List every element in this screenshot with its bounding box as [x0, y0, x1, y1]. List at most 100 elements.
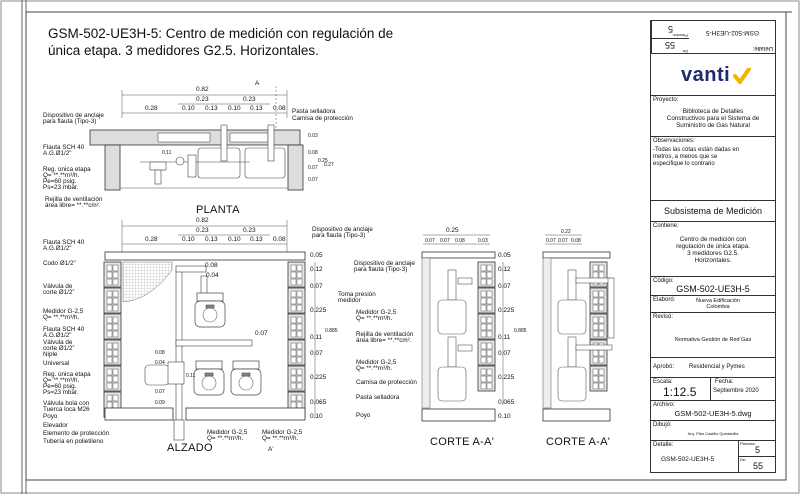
- plancha-value: 5: [755, 445, 761, 455]
- label: Ps=23 mbar.: [43, 389, 79, 396]
- elaboro-label: Elaboró:: [653, 297, 676, 303]
- reviso-label: Revisó:: [653, 314, 674, 320]
- dim-sub: 0.13: [250, 105, 263, 112]
- dim-sub: 0.03: [478, 238, 488, 244]
- detalle-label: Detalle:: [653, 442, 674, 448]
- archivo-section: Archivo: GSM-502-UE3H-5.dwg: [651, 401, 775, 421]
- corte-1-view-title: CORTE A-A': [430, 436, 495, 448]
- dim-right: 0.03: [308, 133, 318, 139]
- detalle-value: GSM-502-UE3H-5: [661, 456, 715, 463]
- archivo-value: GSM-502-UE3H-5.dwg: [674, 409, 752, 418]
- dim-sub: 0.10: [228, 236, 241, 243]
- label: Camisa de protección: [356, 379, 417, 386]
- dim-right: 0.07: [310, 350, 323, 357]
- observaciones-text: especifique lo contrario: [653, 161, 715, 167]
- detalle-section: Detalle: GSM-502-UE3H-5 Plancha: 5 De: 5…: [651, 441, 776, 473]
- planta-view-title: PLANTA: [196, 204, 240, 216]
- label-regulador: Pe=60 psig.: [43, 178, 77, 185]
- elaboro-section: Elaboró: Nueva Edificación Colombia: [651, 296, 775, 313]
- observaciones-text: metros, a menos que se: [653, 154, 718, 160]
- proyecto-text: Constructivos para el Sistema de: [666, 115, 760, 122]
- reviso-value: Normativa Gestión de Red Gas: [674, 337, 752, 343]
- contiene-text: Centro de medición con: [679, 236, 747, 243]
- dim-right: 0.12: [498, 266, 511, 273]
- aprobo-label: Aprobó:: [653, 364, 675, 370]
- label: Reg. única etapa: [43, 371, 91, 378]
- dim-total: 0.22: [561, 229, 571, 235]
- dim-right: 0.08: [308, 150, 318, 156]
- label: A.G.Ø1/2": [43, 245, 72, 252]
- label: Medidor G-2,5: [262, 429, 303, 436]
- dim-right: 0.07: [308, 177, 318, 183]
- dim-right: 0.225: [498, 374, 515, 381]
- label: Dispositivo de anclaje: [312, 226, 373, 233]
- dim-sub: 0.10: [182, 105, 195, 112]
- label: Dispositivo de anclaje: [354, 260, 415, 267]
- dim-inner: 0.08: [155, 350, 165, 356]
- dim-right: 0.10: [498, 413, 511, 420]
- label: Elevador: [43, 422, 68, 429]
- plancha-label: Plancha:: [740, 441, 756, 446]
- dim-total: 0.82: [196, 86, 209, 93]
- label: Elemento de protección: [43, 430, 110, 437]
- label-rejilla: área libre= **.**cm².: [45, 202, 101, 209]
- drawing-title: GSM-502-UE3H-5: Centro de medición con r…: [48, 26, 394, 58]
- label: Niple: [43, 351, 58, 358]
- label: medidor: [338, 297, 361, 304]
- label: Rejilla de ventilación: [356, 331, 414, 338]
- label: Q= **.**m³/h.: [43, 314, 80, 321]
- codigo-section: Código: GSM-502-UE3H-5: [651, 277, 775, 296]
- proyecto-label: Proyecto:: [653, 97, 679, 103]
- dim-mid: 0.23: [196, 96, 209, 103]
- label: para flauta (Tipo-3): [354, 266, 408, 273]
- escala-fecha-section: Escala: 1:12.5 Fecha: Septiembre 2020: [651, 378, 775, 401]
- observaciones-section: Observaciones: -Todas las cotas están da…: [651, 137, 775, 201]
- elaboro-value: Nueva Edificación: [695, 298, 741, 304]
- reviso-section: Revisó: Normativa Gestión de Red Gas: [651, 313, 775, 358]
- label: Medidor G-2,5: [356, 359, 397, 366]
- de-label: De:: [740, 457, 747, 462]
- dim-right: 0.065: [310, 399, 327, 406]
- detalle-value: GSM-502-UE3H-5: [705, 29, 759, 36]
- escala-label: Escala:: [653, 379, 673, 385]
- label: Medidor G-2,5: [356, 309, 397, 316]
- dim-right: 0.05: [310, 252, 323, 259]
- dim-sub: 0.13: [205, 105, 218, 112]
- plancha-value: 5: [667, 24, 673, 34]
- dim-inner: 0.07: [155, 389, 165, 395]
- dim-mid: 0.23: [243, 96, 256, 103]
- label: Q= **.**m³/h.: [356, 365, 393, 372]
- label-camisa: Camisa de protección: [292, 115, 353, 122]
- dim-total-vertical: 0.885: [325, 328, 338, 334]
- dim-total-vertical: 0.885: [514, 328, 527, 334]
- section-mark-a: A: [255, 80, 260, 87]
- dim-sub: 0.10: [182, 236, 195, 243]
- label: Codo Ø1/2": [43, 260, 76, 267]
- plancha-label: Plancha:: [672, 33, 688, 38]
- dim-sub: 0.28: [145, 236, 158, 243]
- logo-check-icon: [733, 68, 751, 84]
- proyecto-text: Suministro de Gas Natural: [676, 122, 750, 129]
- detalle-label: Detalle:: [752, 45, 773, 51]
- label: Pe=60 psig.: [43, 383, 77, 390]
- contiene-text: 3 medidores G2.5.: [687, 250, 739, 257]
- dim-sub: 0.07: [440, 238, 450, 244]
- dim-right: 0.07: [498, 283, 511, 290]
- contiene-text: Horizontales.: [694, 257, 732, 264]
- dim-inner: 0.07: [255, 330, 268, 337]
- dim-sub: 0.10: [228, 105, 241, 112]
- label: corte Ø1/2": [43, 345, 75, 352]
- label: Flauta SCH 40: [43, 326, 85, 333]
- label: Q= **.**m³/h.: [356, 315, 393, 322]
- contiene-label: Contiene:: [653, 223, 679, 229]
- corte-2-view-title: CORTE A-A': [546, 436, 611, 448]
- label: Tuerca loca M26: [43, 406, 90, 413]
- label: Pasta selladora: [356, 394, 400, 401]
- proyecto-section: Proyecto: Biblioteca de Detalles Constru…: [651, 96, 775, 137]
- dim-right: 0.10: [310, 413, 323, 420]
- archivo-label: Archivo:: [653, 402, 675, 408]
- subsistema-section: Subsistema de Medición: [651, 201, 775, 222]
- dim-mid: 0.23: [243, 227, 256, 234]
- dim-sub: 0.28: [145, 105, 158, 112]
- observaciones-text: -Todas las cotas están dadas en: [653, 147, 740, 153]
